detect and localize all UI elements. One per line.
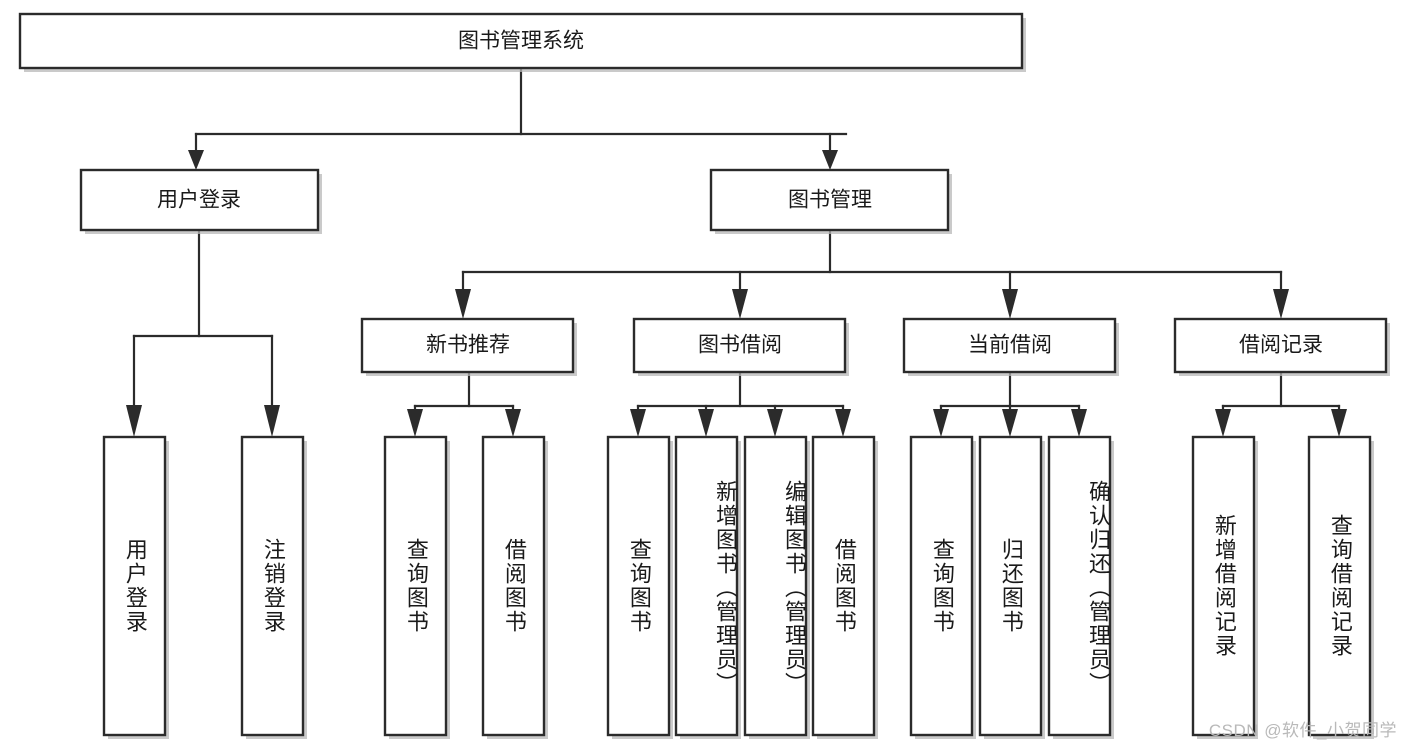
arrow-to-leaf-query-book-2	[630, 409, 646, 437]
node-borrow-record[interactable]: 借阅记录	[1173, 317, 1390, 376]
leaf-box-4[interactable]	[606, 435, 671, 737]
arrow-to-leaf-user-login	[126, 405, 142, 437]
leaf-box-5[interactable]	[674, 435, 739, 737]
connector-layer	[126, 66, 1347, 437]
arrow-to-leaf-query-record	[1331, 409, 1347, 437]
node-current-borrow[interactable]: 当前借阅	[902, 317, 1119, 376]
borrow-record-label: 借阅记录	[1239, 334, 1323, 357]
node-root[interactable]: 图书管理系统	[18, 12, 1026, 72]
leaf-box-11[interactable]	[1191, 435, 1256, 737]
arrow-to-leaf-borrow-book-2	[835, 409, 851, 437]
arrow-to-leaf-add-record	[1215, 409, 1231, 437]
leaf-box-2[interactable]	[383, 435, 448, 737]
arrow-to-book-borrow	[732, 289, 748, 319]
arrow-to-leaf-logout-login	[264, 405, 280, 437]
user-login-label: 用户登录	[157, 189, 241, 212]
arrow-to-book-manage	[822, 150, 838, 170]
node-book-borrow[interactable]: 图书借阅	[632, 317, 849, 376]
leaf-box-7[interactable]	[811, 435, 876, 737]
book-borrow-label: 图书借阅	[698, 334, 782, 357]
current-borrow-label: 当前借阅	[968, 334, 1052, 357]
book-borrow-box	[632, 317, 847, 374]
arrow-to-leaf-edit-book	[767, 409, 783, 437]
borrow-record-box	[1173, 317, 1388, 374]
leaf-box-8[interactable]	[909, 435, 974, 737]
arrow-to-leaf-return-book	[1002, 409, 1018, 437]
leaf-box-6[interactable]	[743, 435, 808, 737]
node-user-login[interactable]: 用户登录	[79, 168, 322, 234]
node-new-book-rec[interactable]: 新书推荐	[360, 317, 577, 376]
node-book-manage[interactable]: 图书管理	[709, 168, 952, 234]
root-box	[18, 12, 1024, 70]
book-manage-box	[709, 168, 950, 232]
leaf-box-1[interactable]	[240, 435, 305, 737]
arrow-to-leaf-add-book	[698, 409, 714, 437]
user-login-box	[79, 168, 320, 232]
csdn-watermark: CSDN @软件_小贺同学	[1208, 721, 1397, 740]
arrow-to-leaf-borrow-book-1	[505, 409, 521, 437]
leaf-box-3[interactable]	[481, 435, 546, 737]
arrow-to-leaf-confirm-return	[1071, 409, 1087, 437]
current-borrow-box	[902, 317, 1117, 374]
arrow-to-leaf-query-book-3	[933, 409, 949, 437]
leaf-box-12[interactable]	[1307, 435, 1372, 737]
arrow-to-new-book-rec	[455, 289, 471, 319]
leaf-box-9[interactable]	[978, 435, 1043, 737]
arrow-to-current-borrow	[1002, 289, 1018, 319]
arrow-to-user-login	[188, 150, 204, 170]
new-book-rec-box	[360, 317, 575, 374]
leaf-layer	[102, 435, 1374, 739]
leaf-box-10[interactable]	[1047, 435, 1112, 737]
book-manage-label: 图书管理	[788, 189, 872, 212]
root-label: 图书管理系统	[458, 30, 584, 53]
new-book-rec-label: 新书推荐	[426, 334, 510, 357]
arrow-to-borrow-record	[1273, 289, 1289, 319]
leaf-box-0[interactable]	[102, 435, 167, 737]
arrow-to-leaf-query-book-1	[407, 409, 423, 437]
